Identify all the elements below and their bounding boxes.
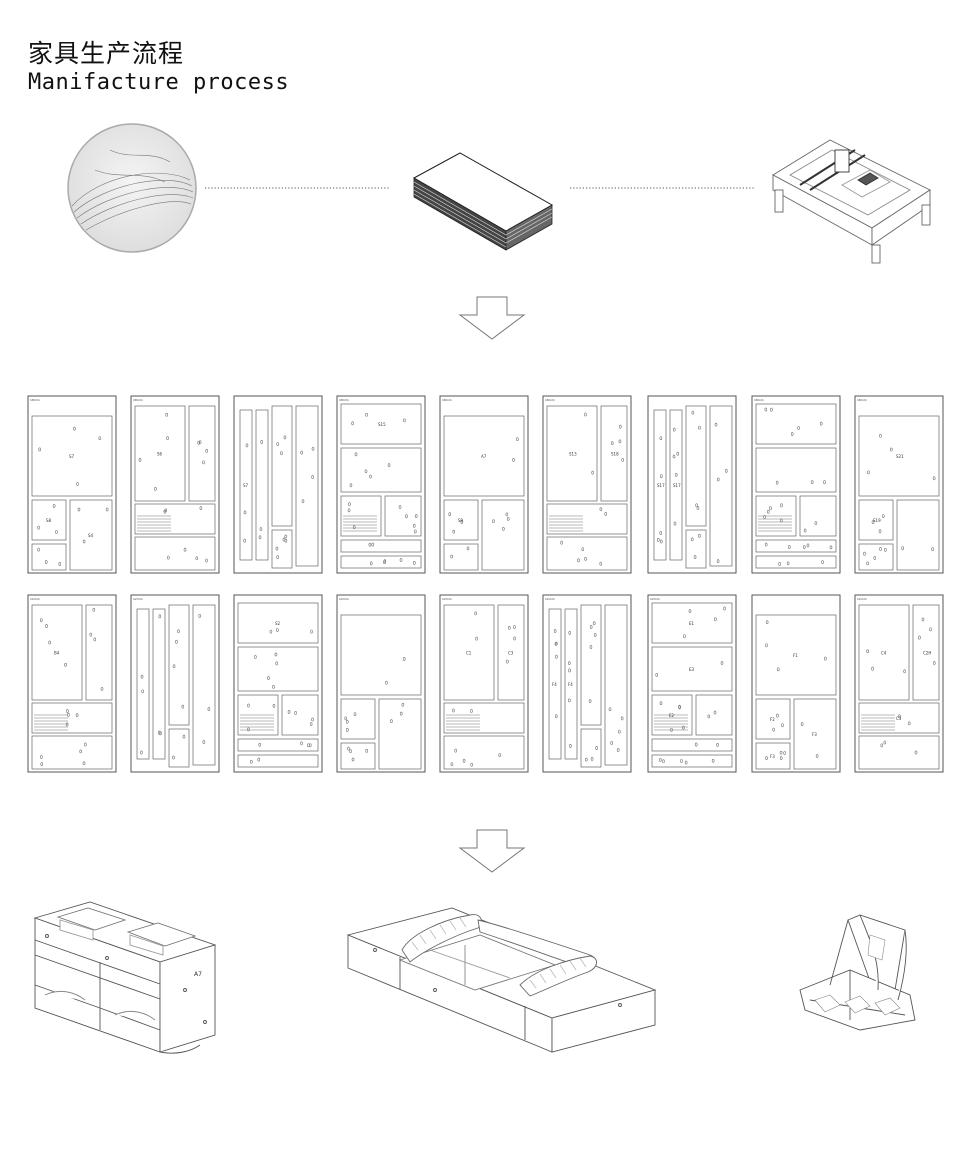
part-label: F4 xyxy=(568,682,573,687)
part-label: C1 xyxy=(466,651,472,656)
sheet-thickness-label: 12mm xyxy=(339,597,349,601)
product-label-a7: A7 xyxy=(194,971,202,978)
sheet-thickness-label: 18mm xyxy=(857,398,867,402)
part-label: E2 xyxy=(669,713,675,718)
cutting-sheets: 18mmS7S8S418mmS6S718mmS1518mmA7S918mmS13… xyxy=(27,395,944,773)
part-label: S4 xyxy=(88,533,94,538)
part-label: F1 xyxy=(793,653,798,658)
cutting-sheet: S2 xyxy=(233,594,323,773)
sheet-thickness-label: 12mm xyxy=(857,597,867,601)
sheet-thickness-label: 12mm xyxy=(133,597,143,601)
part-label: A7 xyxy=(481,454,487,459)
sheet-thickness-label: 18mm xyxy=(442,398,452,402)
sheet-thickness-label: 18mm xyxy=(30,398,40,402)
down-arrow-icon xyxy=(458,296,526,340)
plywood-circle-icon xyxy=(67,123,197,253)
part-label: C4 xyxy=(881,651,887,656)
cutting-sheet: S7 xyxy=(233,395,323,574)
part-label: S17 xyxy=(657,483,665,488)
part-label: S19 xyxy=(873,518,881,523)
sheet-thickness-label: 18mm xyxy=(545,398,555,402)
sheet-thickness-label: 12mm xyxy=(30,597,40,601)
part-label: E3 xyxy=(689,667,695,672)
cnc-router-icon xyxy=(772,139,931,264)
part-label: S15 xyxy=(378,422,386,427)
part-label: S6 xyxy=(157,452,163,457)
cutting-sheet: S17 S17 xyxy=(647,395,737,574)
part-label: C3 xyxy=(896,716,902,721)
down-arrow-icon xyxy=(458,829,526,873)
sheet-thickness-label: 18mm xyxy=(339,398,349,402)
sheet-thickness-label: 12mm xyxy=(650,597,660,601)
part-label: E1 xyxy=(689,621,695,626)
sheet-thickness-label: 12mm xyxy=(442,597,452,601)
part-label: S18 xyxy=(611,452,619,457)
cutting-sheet: 18mm xyxy=(751,395,841,574)
cutting-sheet: 12mm xyxy=(130,594,220,773)
part-label: S13 xyxy=(569,452,577,457)
part-label: S7 xyxy=(243,483,249,488)
part-label: B4 xyxy=(54,651,60,656)
cabinet-bench-drawing xyxy=(33,901,217,1054)
part-label: C3 xyxy=(508,651,514,656)
part-label: S9 xyxy=(458,518,464,523)
part-label: S8 xyxy=(46,518,52,523)
part-label: S7 xyxy=(69,454,75,459)
page-title-english: Manifacture process xyxy=(28,70,290,95)
lounge-chair-drawing xyxy=(799,914,916,1031)
part-label: S2 xyxy=(275,621,281,626)
part-label: S17 xyxy=(673,483,681,488)
modular-sofa-drawing xyxy=(346,907,657,1053)
sheet-thickness-label: 12mm xyxy=(545,597,555,601)
part-label: S21 xyxy=(896,454,904,459)
part-label: F2 xyxy=(770,717,775,722)
sheet-stack-icon xyxy=(412,152,554,251)
sheet-thickness-label: 18mm xyxy=(133,398,143,402)
sheet-thickness-label: 18mm xyxy=(754,398,764,402)
part-label: F3 xyxy=(770,754,775,759)
part-label: F4 xyxy=(552,682,557,687)
part-label: C2H xyxy=(923,651,931,656)
page-title-chinese: 家具生产流程 xyxy=(28,39,185,68)
cutting-sheet: 12mm xyxy=(336,594,426,773)
part-label: F3 xyxy=(812,732,817,737)
